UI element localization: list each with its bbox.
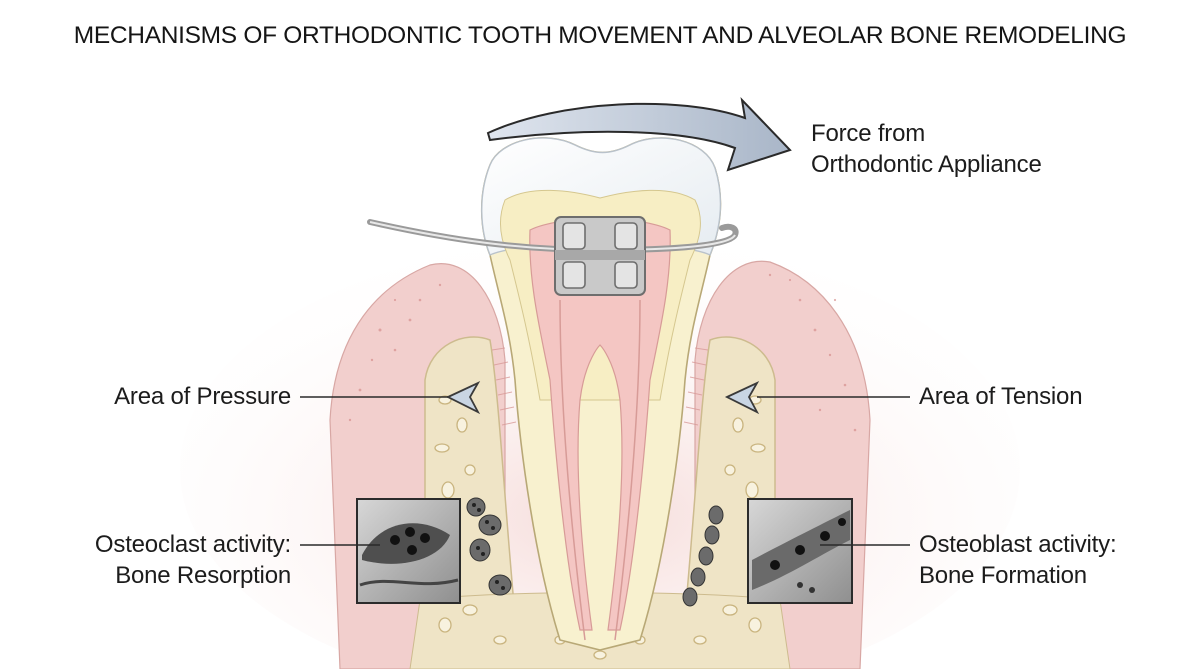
leader-lines <box>300 396 910 546</box>
osteoclast-label-line2: Bone Resorption <box>115 562 291 589</box>
root-canal-right <box>614 299 641 641</box>
force-label-line2: Orthodontic Appliance <box>811 151 1042 178</box>
osteoclast-label-line1: Osteoclast activity: <box>94 531 291 558</box>
osteoblast-micrograph <box>747 498 853 604</box>
osteoblast-label-line1: Osteoblast activity: <box>919 531 1117 558</box>
root-canal-left <box>559 299 586 641</box>
orthodontic-bracket <box>554 216 646 296</box>
pressure-arrow-icon <box>445 380 481 415</box>
osteoblast-label-line2: Bone Formation <box>919 562 1087 589</box>
force-label-line1: Force from <box>811 120 926 147</box>
pressure-label: Area of Pressure <box>114 383 291 410</box>
tension-label: Area of Tension <box>919 383 1083 410</box>
page-title: MECHANISMS OF ORTHODONTIC TOOTH MOVEMENT… <box>73 22 1127 49</box>
tooth-pulp <box>529 218 671 631</box>
tension-arrow-icon <box>724 380 760 415</box>
osteoclast-micrograph <box>356 498 461 604</box>
osteoclast-cells <box>466 497 512 596</box>
osteoblast-cells <box>682 505 724 607</box>
pdl-fibers <box>491 347 709 426</box>
curved-force-arrow <box>486 96 792 172</box>
gum-speckles <box>348 273 857 432</box>
